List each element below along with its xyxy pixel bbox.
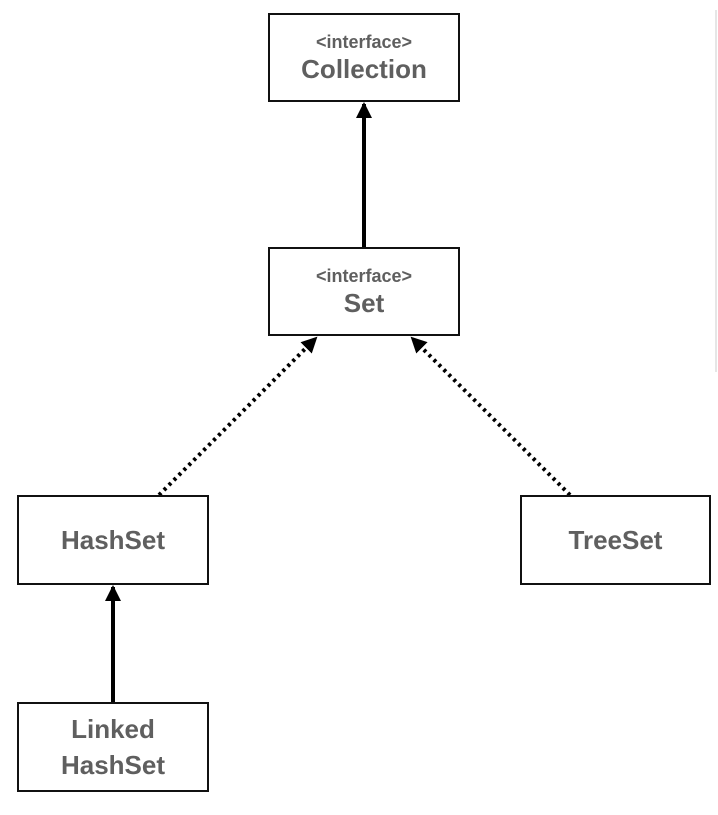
node-hashset: HashSet xyxy=(17,495,209,585)
linked-hashset-name-line2: HashSet xyxy=(60,750,166,780)
collection-stereotype: <interface> xyxy=(315,31,413,52)
node-treeset: TreeSet xyxy=(520,495,711,585)
hashset-name: HashSet xyxy=(60,525,166,555)
node-linked-hashset: Linked HashSet xyxy=(17,702,209,792)
edge-hashset-to-set xyxy=(157,336,318,497)
node-set: <interface> Set xyxy=(268,247,460,336)
linked-hashset-name-line1: Linked xyxy=(71,714,155,744)
set-stereotype: <interface> xyxy=(315,265,413,286)
set-name: Set xyxy=(343,287,385,318)
right-edge-divider xyxy=(715,10,717,372)
treeset-name: TreeSet xyxy=(568,525,663,555)
node-collection: <interface> Collection xyxy=(268,13,460,102)
collection-name: Collection xyxy=(301,53,427,84)
edge-treeset-to-set xyxy=(410,336,572,497)
